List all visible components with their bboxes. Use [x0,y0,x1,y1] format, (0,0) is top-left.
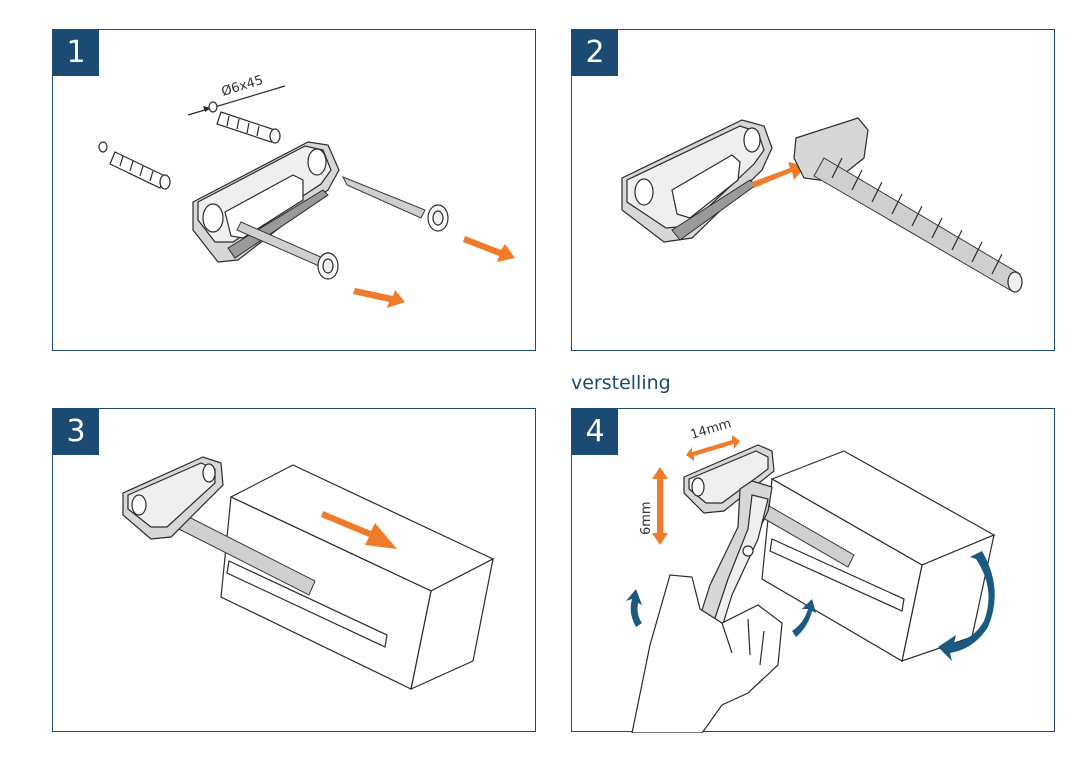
wall-plug-left [109,151,171,190]
plug-size-label: Ø6x45 [220,73,265,100]
step-1-illustration: Ø6x45 [98,73,515,308]
wooden-beam [220,464,495,691]
slide-arrow [752,162,806,188]
plug-washer-left [98,141,108,153]
screw-right [341,176,449,232]
wall-bracket [192,141,340,263]
step-3-illustration [122,456,495,691]
insert-arrow-right [463,236,515,262]
screw-front [236,221,339,280]
step-1-panel: 1 Ø6x45 [52,29,536,351]
vertical-range-label: 6mm [639,501,654,535]
horizontal-range-arrow [686,435,740,461]
wall-plug-top [216,111,281,144]
horizontal-range-label: 14mm [689,416,733,443]
pliers [695,480,773,632]
step-2-illustration [621,117,1023,293]
step-3-badge: 3 [53,409,99,455]
vertical-range-arrow [652,467,668,545]
rotate-arrow-beam [938,551,995,661]
step-2-badge: 2 [572,30,618,76]
threaded-bolt [793,117,1023,293]
step-1-badge: 1 [53,30,99,76]
insert-arrow-bottom [353,288,405,308]
push-arrow [321,511,397,549]
wall-bracket [621,119,773,243]
wall-bracket [122,456,224,540]
step-4-illustration: 14mm 6mm [626,416,996,733]
hand [631,574,783,733]
adjustment-caption: verstelling [571,372,671,394]
rotate-arrow-right [792,599,816,637]
step-4-badge: 4 [572,409,618,455]
step-3-panel: 3 [52,408,536,732]
rotate-arrow-left [626,589,642,627]
plug-washer-top [208,101,218,113]
step-2-panel: 2 [571,29,1055,351]
step-4-panel: 4 14mm 6mm [571,408,1055,733]
dimension-line [187,85,286,116]
